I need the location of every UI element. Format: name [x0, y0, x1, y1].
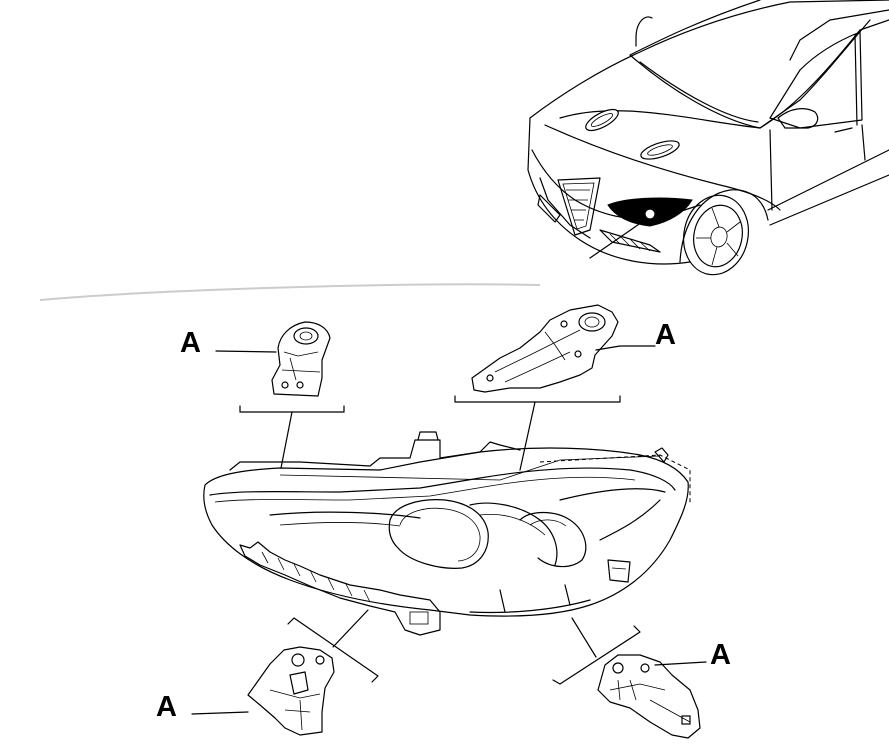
leader-bottom-left [191, 609, 379, 715]
callout-label-a-top-right: A [655, 319, 676, 351]
bracket-bottom-left [247, 646, 335, 736]
headlamp-assembly [203, 431, 691, 636]
car-front-view [527, 0, 889, 276]
leader-bottom-right [552, 617, 707, 685]
leader-top-left [215, 350, 345, 469]
bracket-top-right [471, 304, 619, 393]
bracket-bottom-right [597, 654, 701, 739]
callout-label-a-top-left: A [180, 327, 201, 359]
callout-label-a-bottom-right: A [710, 639, 731, 671]
leader-top-right [454, 345, 656, 471]
callout-label-a-bottom-left: A [156, 691, 177, 723]
bracket-top-left [271, 321, 331, 397]
